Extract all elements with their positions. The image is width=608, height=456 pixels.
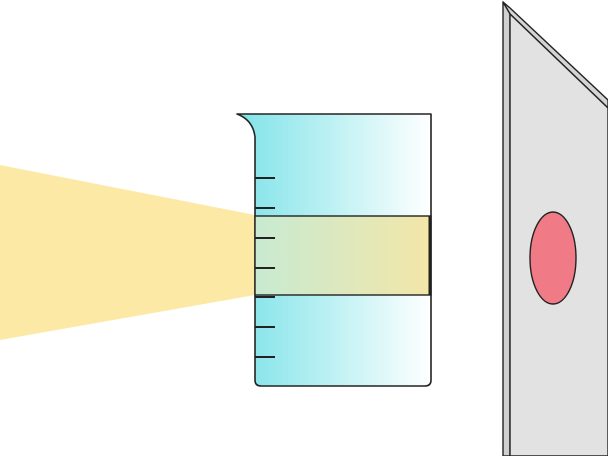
beam-in-liquid	[254, 215, 432, 296]
graduation-marks	[255, 177, 275, 358]
screen-side	[502, 1, 511, 456]
light-beam	[0, 165, 255, 340]
light-spot	[529, 211, 577, 305]
beaker	[236, 113, 432, 387]
projection-screen	[502, 1, 608, 456]
